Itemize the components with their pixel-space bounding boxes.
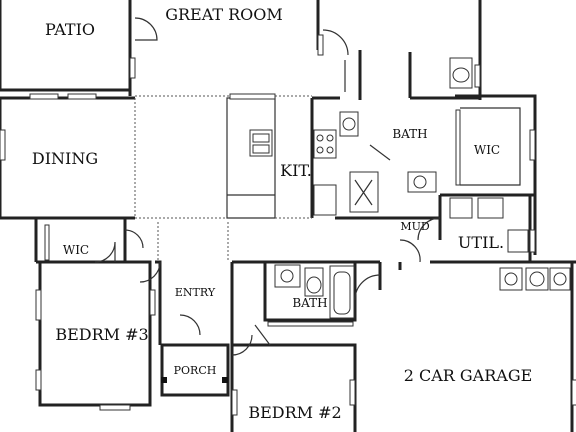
doors [94,17,441,356]
windows [0,34,576,416]
label-bath-master: BATH [392,127,427,141]
label-patio: PATIO [45,20,95,39]
label-garage: 2 CAR GARAGE [404,366,533,385]
label-great-room: GREAT ROOM [165,5,283,24]
porch-posts [161,377,228,383]
label-porch: PORCH [174,364,217,377]
label-mud: MUD [400,220,430,233]
label-wic-master: WIC [474,143,500,157]
label-bedrm2: BEDRM #2 [248,403,341,422]
label-bath-hall: BATH [292,296,327,310]
label-wic-small: WIC [63,243,89,257]
fixtures [44,57,571,327]
label-kit: KIT. [280,161,312,180]
label-bedrm3: BEDRM #3 [55,325,148,344]
dashed-openings [134,95,312,262]
label-util: UTIL. [458,233,504,252]
label-dining: DINING [32,149,98,168]
room-labels: PATIO GREAT ROOM DINING KIT. BATH WIC MU… [32,5,532,422]
label-entry: ENTRY [175,286,216,299]
